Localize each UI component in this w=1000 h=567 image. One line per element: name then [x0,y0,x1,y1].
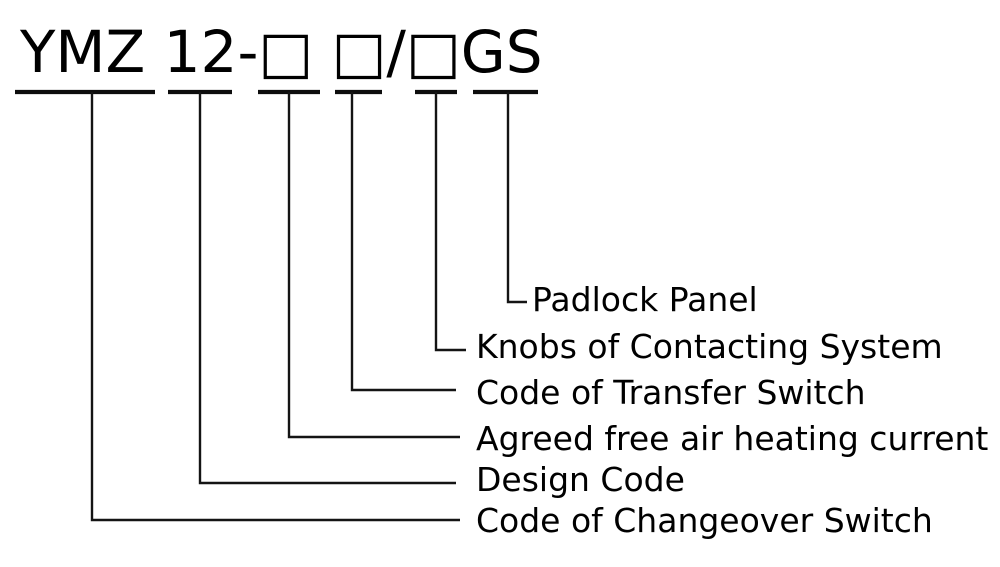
callout-label-code-transfer-switch: Code of Transfer Switch [476,373,866,412]
leader-code-transfer-switch [350,92,456,392]
leader-design-code [198,92,456,485]
callout-label-design-code: Design Code [476,460,685,499]
leader-code-changeover-switch [90,92,460,522]
model-designation-title: YMZ 12-□ □/□GS [19,18,543,86]
leader-padlock-panel [506,92,527,304]
callout-label-knobs-contacting-system: Knobs of Contacting System [476,327,943,366]
leader-lines [90,92,527,522]
callout-label-padlock-panel: Padlock Panel [532,280,758,319]
callout-label-agreed-free-air-heating-current: Agreed free air heating current [476,419,988,458]
callout-labels: Padlock Panel Knobs of Contacting System… [476,280,988,540]
leader-agreed-free-air-heating-current [287,92,460,439]
callout-label-code-changeover-switch: Code of Changeover Switch [476,501,933,540]
leader-knobs-contacting-system [434,92,466,352]
